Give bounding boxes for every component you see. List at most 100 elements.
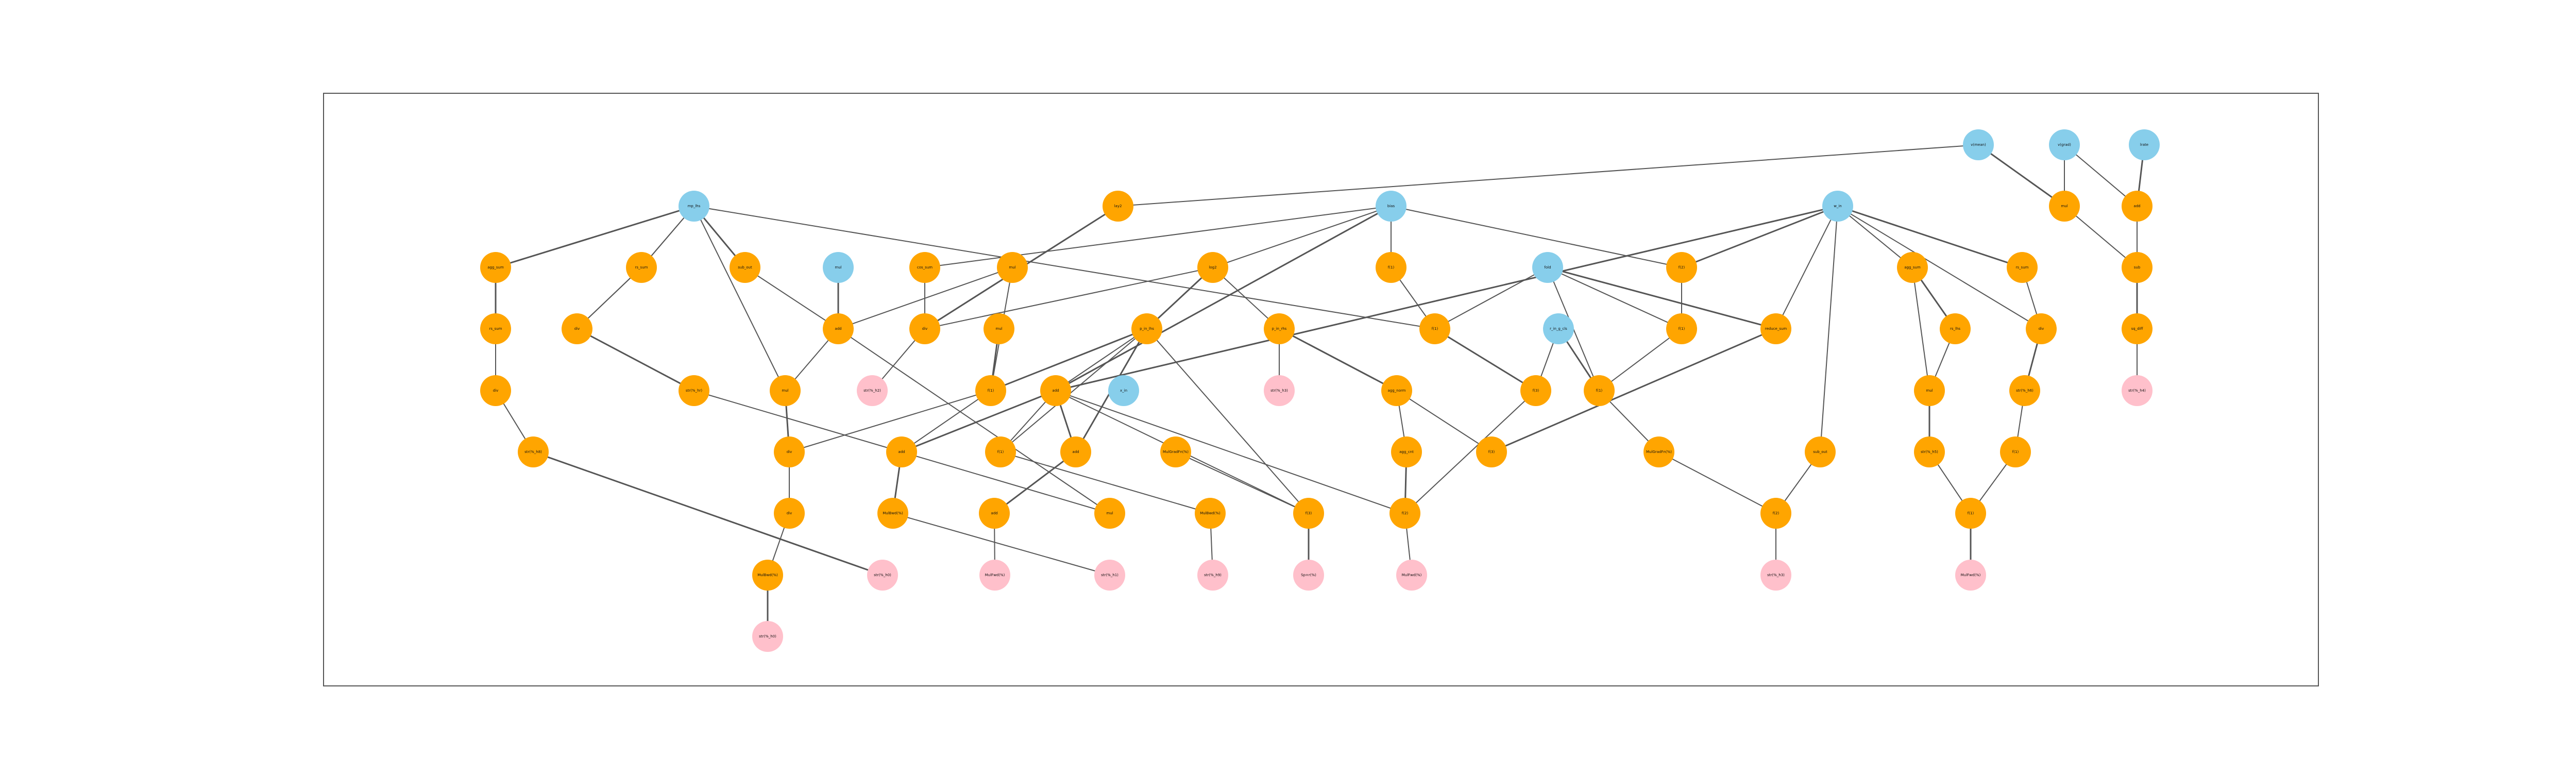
node-label: str(%_h1): [1101, 573, 1118, 577]
graph-node: fold: [1532, 252, 1563, 283]
node-label: f(1): [1968, 511, 1974, 515]
node-label: agg_sum: [1904, 265, 1921, 270]
graph-node: Sp+r(%): [1293, 560, 1324, 591]
node-circle-op: [1643, 436, 1674, 467]
graph-node: f(3): [1520, 375, 1551, 406]
graph-node: x_in: [1108, 375, 1139, 406]
graph-node: str(%_h9): [1197, 560, 1228, 591]
node-circle-input: [1543, 313, 1574, 344]
node-circle-op: [985, 436, 1016, 467]
node-circle-op: [975, 375, 1006, 406]
graph-node: lay2: [1103, 191, 1133, 222]
node-label: f(1): [1679, 327, 1685, 331]
graph-node: rs_sum: [2007, 252, 2038, 283]
node-label: MulFwd(%): [985, 573, 1005, 577]
graph-node: f(1): [2000, 436, 2031, 467]
node-label: MulGradFn(%): [1646, 450, 1672, 454]
node-label: bias: [1387, 204, 1395, 208]
node-circle-output: [867, 560, 898, 591]
node-label: r_in_g_cls: [1550, 327, 1567, 331]
node-circle-op: [1666, 252, 1697, 283]
node-label: agg_cnt: [1399, 450, 1414, 454]
node-circle-op: [1476, 436, 1507, 467]
node-label: sq_diff: [2131, 327, 2143, 331]
edge-a9-b11: [1547, 266, 1776, 330]
node-label: str(%_h4): [2128, 389, 2146, 393]
graph-node: div: [562, 313, 592, 344]
node-circle-op: [1293, 498, 1324, 529]
node-label: f(2): [1773, 511, 1780, 515]
graph-node: agg_norm: [1381, 375, 1412, 406]
graph-node: str(%_h5): [1914, 436, 1945, 467]
node-circle-op: [774, 436, 805, 467]
graph-frame: [323, 93, 2319, 686]
node-circle-op: [774, 498, 805, 529]
node-label: Sp+r(%): [1301, 573, 1316, 577]
graph-node: rs_sum: [626, 252, 657, 283]
node-label: v(grad): [2058, 143, 2071, 147]
edge-p1-a1: [495, 205, 694, 268]
node-label: mul: [1926, 389, 1933, 393]
edge-d5-e3: [994, 451, 1076, 514]
graph-node: div: [480, 375, 511, 406]
graph-node: str(%_h8): [518, 436, 549, 467]
node-circle-output: [1264, 375, 1295, 406]
edge-a7-b4: [924, 267, 1213, 329]
node-label: str(%_h8): [524, 450, 542, 454]
node-label: div: [787, 450, 792, 454]
node-circle-input: [1963, 129, 1994, 160]
node-label: MulBwd(%): [883, 511, 903, 515]
graph-node: MulBwd(%): [877, 498, 908, 529]
graph-node: v(grad): [2049, 129, 2080, 160]
node-circle-op: [1391, 436, 1422, 467]
node-label: f(1): [1388, 265, 1395, 270]
node-circle-output: [2122, 375, 2153, 406]
node-label: x_in: [1120, 389, 1127, 393]
node-label: mul: [835, 265, 841, 270]
node-circle-input: [1108, 375, 1139, 406]
node-label: cos_sum: [917, 265, 933, 270]
graph-node: str(%_h1): [1094, 560, 1125, 591]
node-circle-op: [909, 252, 940, 283]
node-label: str(%_h3): [1767, 573, 1785, 577]
edge-b3-e4: [838, 328, 1110, 514]
node-label: p_in_rhs: [1272, 327, 1287, 331]
node-label: str(%_h9): [1204, 573, 1222, 577]
edge-c6-d3: [901, 390, 1056, 453]
graph-node: mul: [770, 375, 801, 406]
node-label: div: [493, 389, 499, 393]
node-circle-op: [1666, 313, 1697, 344]
graph-node: f(1): [985, 436, 1016, 467]
graph-node: mul: [984, 313, 1014, 344]
node-circle-op: [1103, 191, 1133, 222]
node-label: f(1): [2012, 450, 2019, 454]
edge-b6-e6: [1146, 328, 1309, 514]
graph-node: MulBwd(%): [1195, 498, 1226, 529]
node-label: reduce_sum: [1765, 327, 1787, 331]
graph-node: MulFwd(%): [1955, 560, 1986, 591]
node-circle-op: [2122, 252, 2153, 283]
edge-c5-d2: [789, 390, 991, 452]
node-circle-input: [1822, 191, 1853, 222]
node-circle-op: [2009, 375, 2040, 406]
node-label: add: [1052, 389, 1059, 393]
graph-node: r_in_g_cls: [1543, 313, 1574, 344]
node-circle-op: [1264, 313, 1295, 344]
graph-node: str(%_h0): [867, 560, 898, 591]
edge-a11-c12: [1912, 267, 1930, 391]
node-circle-op: [1760, 313, 1791, 344]
node-label: MulGradFn(%): [1163, 450, 1189, 454]
node-label: p_in_lhs: [1140, 327, 1154, 331]
edge-b8-c10: [1434, 328, 1536, 392]
node-circle-op: [1760, 498, 1791, 529]
edge-b11-d8: [1491, 328, 1776, 453]
node-circle-output: [1955, 560, 1986, 591]
graph-node: p_in_lhs: [1131, 313, 1162, 344]
node-label: add: [2133, 204, 2140, 208]
graph-node: MulFwd(%): [1396, 560, 1427, 591]
graph-node: str(%_h0): [752, 621, 783, 652]
edge-op1-op3: [2064, 206, 2138, 268]
edge-a3-b3: [744, 267, 839, 329]
